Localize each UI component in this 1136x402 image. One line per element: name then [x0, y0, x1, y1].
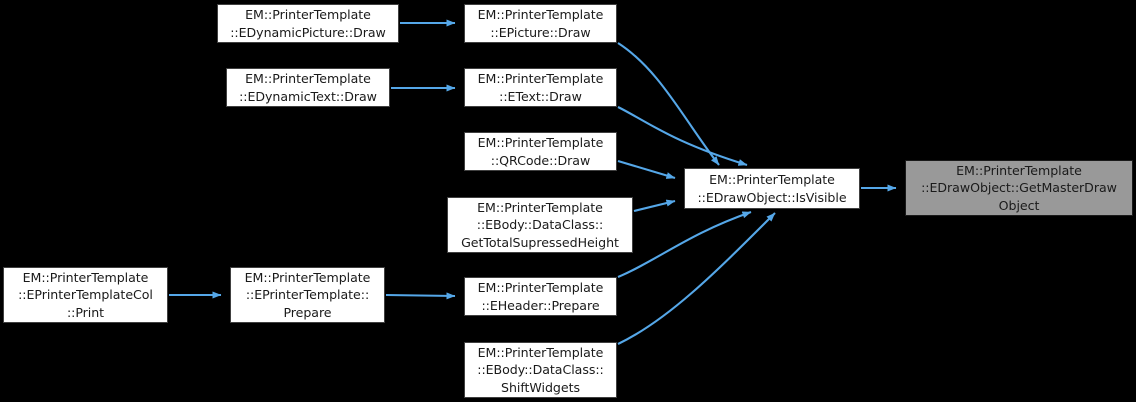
edge-shiftwidgets-to-isvisible	[617, 212, 776, 345]
node-epicture-draw[interactable]: EM::PrinterTemplate ::EPicture::Draw	[464, 4, 617, 43]
node-label: EM::PrinterTemplate ::EPrinterTemplateCo…	[18, 269, 153, 320]
node-edrawobject-isvisible[interactable]: EM::PrinterTemplate ::EDrawObject::IsVis…	[684, 168, 860, 209]
node-edynamictext-draw[interactable]: EM::PrinterTemplate ::EDynamicText::Draw	[226, 68, 390, 107]
edge-gettotal-to-isvisible	[633, 199, 676, 213]
node-label: EM::PrinterTemplate ::EDynamicPicture::D…	[230, 7, 386, 40]
edge-eheader-to-isvisible	[617, 211, 752, 278]
node-label: EM::PrinterTemplate ::EPrinterTemplate::…	[244, 269, 371, 320]
node-label: EM::PrinterTemplate ::EPicture::Draw	[477, 7, 604, 40]
node-label: EM::PrinterTemplate ::EText::Draw	[477, 71, 604, 104]
node-eprintertemplate-prepare[interactable]: EM::PrinterTemplate ::EPrinterTemplate::…	[230, 267, 385, 323]
node-label: EM::PrinterTemplate ::EBody::DataClass::…	[461, 199, 619, 250]
node-eprintertemplatecol-print[interactable]: EM::PrinterTemplate ::EPrinterTemplateCo…	[3, 267, 168, 323]
node-label: EM::PrinterTemplate ::EHeader::Prepare	[477, 280, 604, 313]
edge-prepare-to-eheader	[385, 292, 456, 300]
node-etext-draw[interactable]: EM::PrinterTemplate ::EText::Draw	[464, 68, 617, 107]
node-label: EM::PrinterTemplate ::EBody::DataClass::…	[477, 344, 604, 395]
node-qrcode-draw[interactable]: EM::PrinterTemplate ::QRCode::Draw	[464, 132, 617, 171]
node-shiftwidgets[interactable]: EM::PrinterTemplate ::EBody::DataClass::…	[464, 342, 617, 398]
edge-epicture-to-isvisible	[617, 42, 720, 166]
edge-etext-to-isvisible	[617, 106, 748, 167]
node-label: EM::PrinterTemplate ::EDynamicText::Draw	[239, 71, 377, 104]
node-label: EM::PrinterTemplate ::EDrawObject::GetMa…	[921, 162, 1117, 213]
node-gettotalsupressedheight[interactable]: EM::PrinterTemplate ::EBody::DataClass::…	[447, 197, 633, 253]
node-label: EM::PrinterTemplate ::QRCode::Draw	[477, 135, 604, 168]
node-edrawobject-getmasterdrawobject[interactable]: EM::PrinterTemplate ::EDrawObject::GetMa…	[905, 160, 1133, 216]
edge-qrcode-to-isvisible	[617, 159, 676, 180]
node-label: EM::PrinterTemplate ::EDrawObject::IsVis…	[697, 172, 847, 205]
node-edynamicpicture-draw[interactable]: EM::PrinterTemplate ::EDynamicPicture::D…	[217, 4, 399, 43]
node-eheader-prepare[interactable]: EM::PrinterTemplate ::EHeader::Prepare	[464, 277, 617, 316]
